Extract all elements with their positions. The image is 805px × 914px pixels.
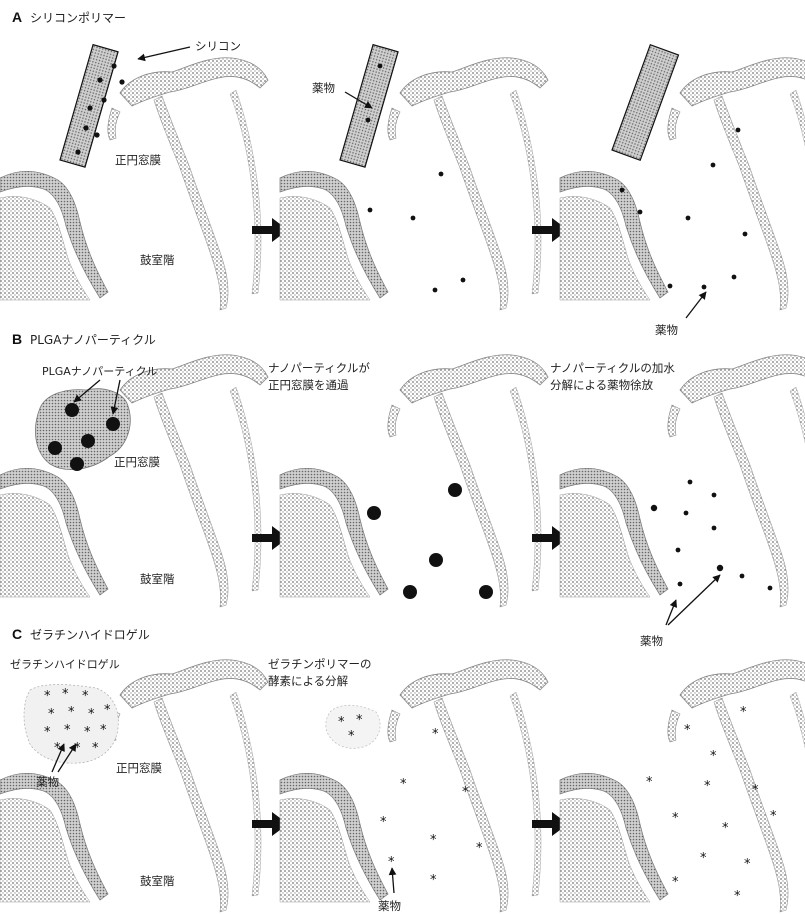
svg-text:*: * <box>100 723 107 738</box>
section-c-title: ゼラチンハイドロゲル <box>30 628 150 642</box>
svg-text:*: * <box>44 689 51 704</box>
svg-text:*: * <box>752 783 759 798</box>
svg-text:*: * <box>64 723 71 738</box>
caption-b2-line2: 正円窓膜を通過 <box>268 378 349 392</box>
svg-text:*: * <box>710 749 717 764</box>
svg-text:*: * <box>104 703 111 718</box>
svg-text:*: * <box>338 715 345 730</box>
label-membrane-b: 正円窓膜 <box>114 455 160 469</box>
svg-text:*: * <box>44 725 51 740</box>
label-gel: ゼラチンハイドロゲル <box>10 658 120 671</box>
svg-text:*: * <box>462 785 469 800</box>
label-membrane-a: 正円窓膜 <box>115 153 161 167</box>
svg-text:*: * <box>62 687 69 702</box>
svg-text:*: * <box>476 841 483 856</box>
label-drug-a3: 薬物 <box>655 323 678 337</box>
svg-text:*: * <box>348 729 355 744</box>
svg-text:*: * <box>82 689 89 704</box>
panel-b3: ナノパーティクルの加水 分解による薬物徐放 薬物 <box>550 355 805 648</box>
panel-c1: *** **** **** *** ゼラチンハイドロゲル 薬物 正円窓膜 鼓室階 <box>0 658 268 912</box>
panel-a2: 薬物 <box>280 45 548 310</box>
label-membrane-c: 正円窓膜 <box>116 761 162 775</box>
svg-text:*: * <box>48 707 55 722</box>
svg-text:*: * <box>770 809 777 824</box>
svg-text:*: * <box>700 851 707 866</box>
panel-b2: ナノパーティクルが 正円窓膜を通過 <box>268 355 548 607</box>
panel-a1: シリコン 正円窓膜 鼓室階 <box>0 39 268 310</box>
svg-text:*: * <box>68 705 75 720</box>
section-c-letter: C <box>12 626 22 642</box>
label-drug-b3: 薬物 <box>640 634 663 648</box>
svg-text:*: * <box>740 705 747 720</box>
label-plga: PLGAナノパーティクル <box>42 365 157 378</box>
svg-text:*: * <box>672 875 679 890</box>
svg-text:*: * <box>432 727 439 742</box>
svg-text:*: * <box>74 741 81 756</box>
section-b-title: PLGAナノパーティクル <box>30 333 156 347</box>
svg-text:*: * <box>684 723 691 738</box>
label-drug-c2: 薬物 <box>378 899 401 913</box>
panel-c3: * * * * * * * * * * * * * <box>560 660 805 912</box>
section-b-letter: B <box>12 331 22 347</box>
svg-text:*: * <box>84 725 91 740</box>
svg-text:*: * <box>380 815 387 830</box>
svg-text:*: * <box>430 833 437 848</box>
caption-c2-line2: 酵素による分解 <box>268 674 349 688</box>
svg-text:*: * <box>646 775 653 790</box>
section-c: C ゼラチンハイドロゲル *** **** **** *** ゼラチンハイドロゲ… <box>0 626 805 913</box>
svg-text:*: * <box>672 811 679 826</box>
label-scala-b: 鼓室階 <box>140 572 175 586</box>
label-drug-c1: 薬物 <box>36 775 59 789</box>
svg-text:*: * <box>744 857 751 872</box>
svg-text:*: * <box>400 777 407 792</box>
svg-text:*: * <box>356 713 363 728</box>
svg-text:*: * <box>388 855 395 870</box>
caption-b3-line2: 分解による薬物徐放 <box>550 378 654 392</box>
panel-b1: PLGAナノパーティクル 正円窓膜 鼓室階 <box>0 355 268 607</box>
section-a-letter: A <box>12 9 22 25</box>
label-drug-a2: 薬物 <box>312 81 335 95</box>
svg-text:*: * <box>430 873 437 888</box>
label-scala-a: 鼓室階 <box>140 253 175 267</box>
section-b: B PLGAナノパーティクル PLGAナノパーティクル 正円窓膜 鼓室階 ナノパ… <box>0 331 805 648</box>
section-a-title: シリコンポリマー <box>30 11 126 25</box>
caption-c2-line1: ゼラチンポリマーの <box>268 657 372 671</box>
svg-text:*: * <box>704 779 711 794</box>
svg-text:*: * <box>92 741 99 756</box>
svg-text:*: * <box>88 707 95 722</box>
label-scala-c: 鼓室階 <box>140 874 175 888</box>
svg-text:*: * <box>722 821 729 836</box>
label-silicone: シリコン <box>195 39 241 53</box>
caption-b3-line1: ナノパーティクルの加水 <box>550 361 675 375</box>
panel-c2: ゼラチンポリマーの 酵素による分解 *** *** *** ** 薬物 <box>268 657 548 913</box>
section-a: A シリコンポリマー シリコン 正円窓膜 鼓室階 <box>0 9 805 337</box>
svg-text:*: * <box>734 889 741 904</box>
panel-a3: 薬物 <box>560 45 805 337</box>
caption-b2-line1: ナノパーティクルが <box>268 361 370 375</box>
